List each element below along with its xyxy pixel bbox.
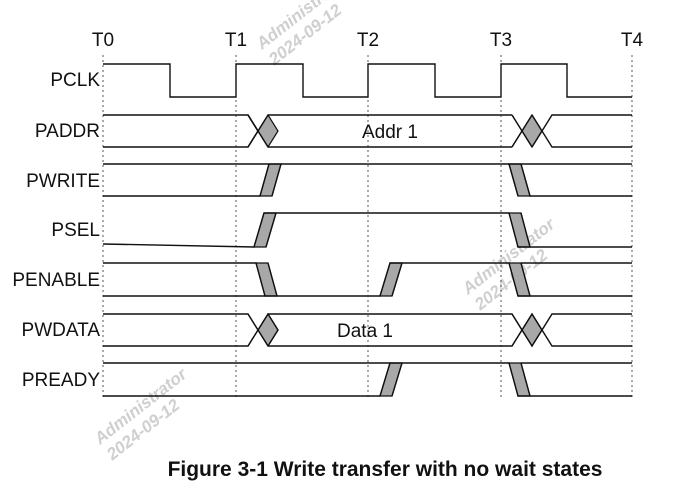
time-marker-t4: T4 bbox=[621, 30, 644, 51]
pready-waveform bbox=[103, 362, 632, 397]
pwdata-waveform bbox=[103, 312, 632, 348]
psel-waveform bbox=[102, 212, 632, 248]
pclk-waveform bbox=[103, 63, 632, 98]
signal-label-pready: PREADY bbox=[22, 370, 100, 391]
paddr-waveform bbox=[103, 113, 632, 149]
pready-transition-t3 bbox=[508, 362, 531, 397]
signal-label-pwdata: PWDATA bbox=[22, 320, 101, 341]
paddr-transition-t1 bbox=[247, 113, 279, 149]
signal-label-pclk: PCLK bbox=[50, 70, 100, 91]
pwrite-transition-fall bbox=[508, 163, 531, 197]
signal-label-psel: PSEL bbox=[51, 220, 100, 241]
penable-transition-t1 bbox=[255, 262, 278, 297]
time-marker-t1: T1 bbox=[225, 30, 247, 51]
signal-label-penable: PENABLE bbox=[12, 270, 100, 291]
pwdata-value: Data 1 bbox=[337, 321, 393, 342]
pready-transition-t2 bbox=[379, 362, 403, 397]
watermark-group: Administrator 2024-09-12 Administrator 2… bbox=[90, 0, 559, 465]
time-marker-t2: T2 bbox=[357, 30, 379, 51]
paddr-transition-t3 bbox=[511, 113, 543, 149]
penable-transition-t2 bbox=[379, 262, 403, 297]
time-marker-t3: T3 bbox=[490, 30, 512, 51]
signal-label-paddr: PADDR bbox=[35, 121, 100, 142]
pwdata-transition-t3 bbox=[511, 312, 543, 348]
pwdata-transition-t1 bbox=[247, 312, 279, 348]
pwrite-transition-rise bbox=[259, 163, 282, 197]
penable-waveform bbox=[103, 262, 632, 297]
figure-caption: Figure 3-1 Write transfer with no wait s… bbox=[168, 458, 603, 481]
psel-transition-rise bbox=[253, 212, 277, 248]
pwrite-waveform bbox=[103, 163, 632, 197]
paddr-value: Addr 1 bbox=[362, 122, 418, 143]
time-marker-t0: T0 bbox=[92, 30, 114, 51]
signal-label-pwrite: PWRITE bbox=[26, 171, 100, 192]
